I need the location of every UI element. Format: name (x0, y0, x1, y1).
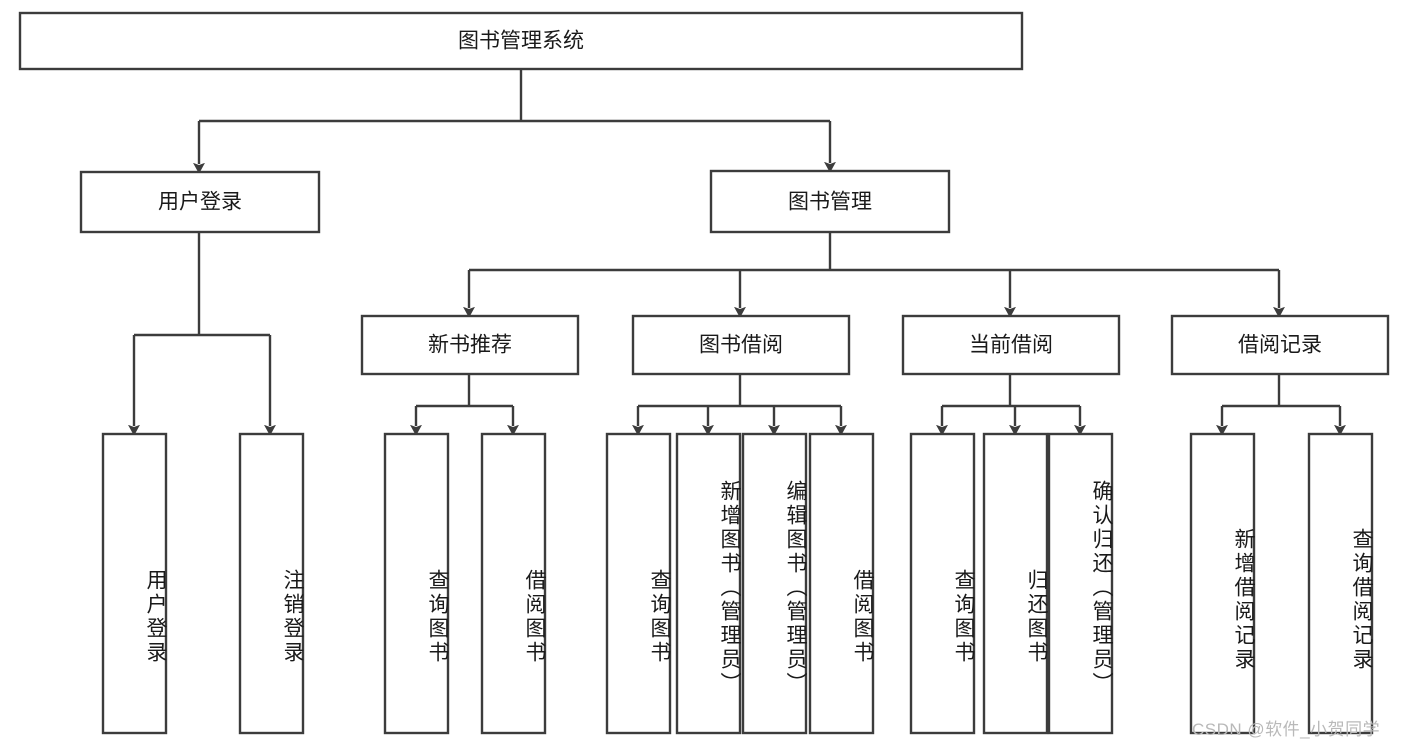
node-leaf-add-borrow-record-box[interactable] (1189, 432, 1256, 735)
node-book-borrow-box[interactable] (631, 314, 851, 376)
node-leaf-query-book-c-box[interactable] (909, 432, 976, 735)
node-book-borrow[interactable]: 图书借阅 (631, 314, 851, 376)
node-book-borrow-label: 图书借阅 (699, 334, 783, 357)
node-new-book-rec-label: 新书推荐 (428, 334, 512, 357)
node-leaf-confirm-return-admin-box[interactable] (1047, 432, 1114, 735)
node-borrow-record-label: 借阅记录 (1238, 334, 1322, 357)
node-book-manage[interactable]: 图书管理 (709, 169, 951, 234)
node-leaf-logout-box[interactable] (238, 432, 305, 735)
node-user-login-box[interactable] (79, 170, 321, 234)
node-new-book-rec-box[interactable] (360, 314, 580, 376)
node-leaf-query-book-rec-box[interactable] (383, 432, 450, 735)
node-leaf-return-book-box[interactable] (982, 432, 1049, 735)
node-book-manage-box[interactable] (709, 169, 951, 234)
node-current-borrow-label: 当前借阅 (969, 334, 1053, 357)
node-leaf-query-borrow-record-box[interactable] (1307, 432, 1374, 735)
node-root[interactable]: 图书管理系统 (18, 11, 1024, 71)
node-leaf-borrow-book-rec-box[interactable] (480, 432, 547, 735)
node-user-login-label: 用户登录 (158, 191, 242, 214)
node-root-label: 图书管理系统 (458, 30, 584, 53)
node-borrow-record-box[interactable] (1170, 314, 1390, 376)
node-new-book-rec[interactable]: 新书推荐 (360, 314, 580, 376)
node-user-login[interactable]: 用户登录 (79, 170, 321, 234)
node-leaf-user-login-box[interactable] (101, 432, 168, 735)
node-leaf-add-book-admin-box[interactable] (675, 432, 742, 735)
node-current-borrow-box[interactable] (901, 314, 1121, 376)
node-current-borrow[interactable]: 当前借阅 (901, 314, 1121, 376)
node-layer: 图书管理系统 用户登录 图书管理 新书推荐 图书借阅 当前借阅 (18, 11, 1390, 735)
node-root-box[interactable] (18, 11, 1024, 71)
node-book-manage-label: 图书管理 (788, 191, 872, 214)
csdn-watermark: CSDN @软件_小贺同学 (1192, 720, 1381, 739)
node-borrow-record[interactable]: 借阅记录 (1170, 314, 1390, 376)
node-leaf-edit-book-admin-box[interactable] (741, 432, 808, 735)
node-leaf-query-book-b-box[interactable] (605, 432, 672, 735)
node-leaf-borrow-book-b-box[interactable] (808, 432, 875, 735)
edge-layer (128, 69, 1346, 436)
